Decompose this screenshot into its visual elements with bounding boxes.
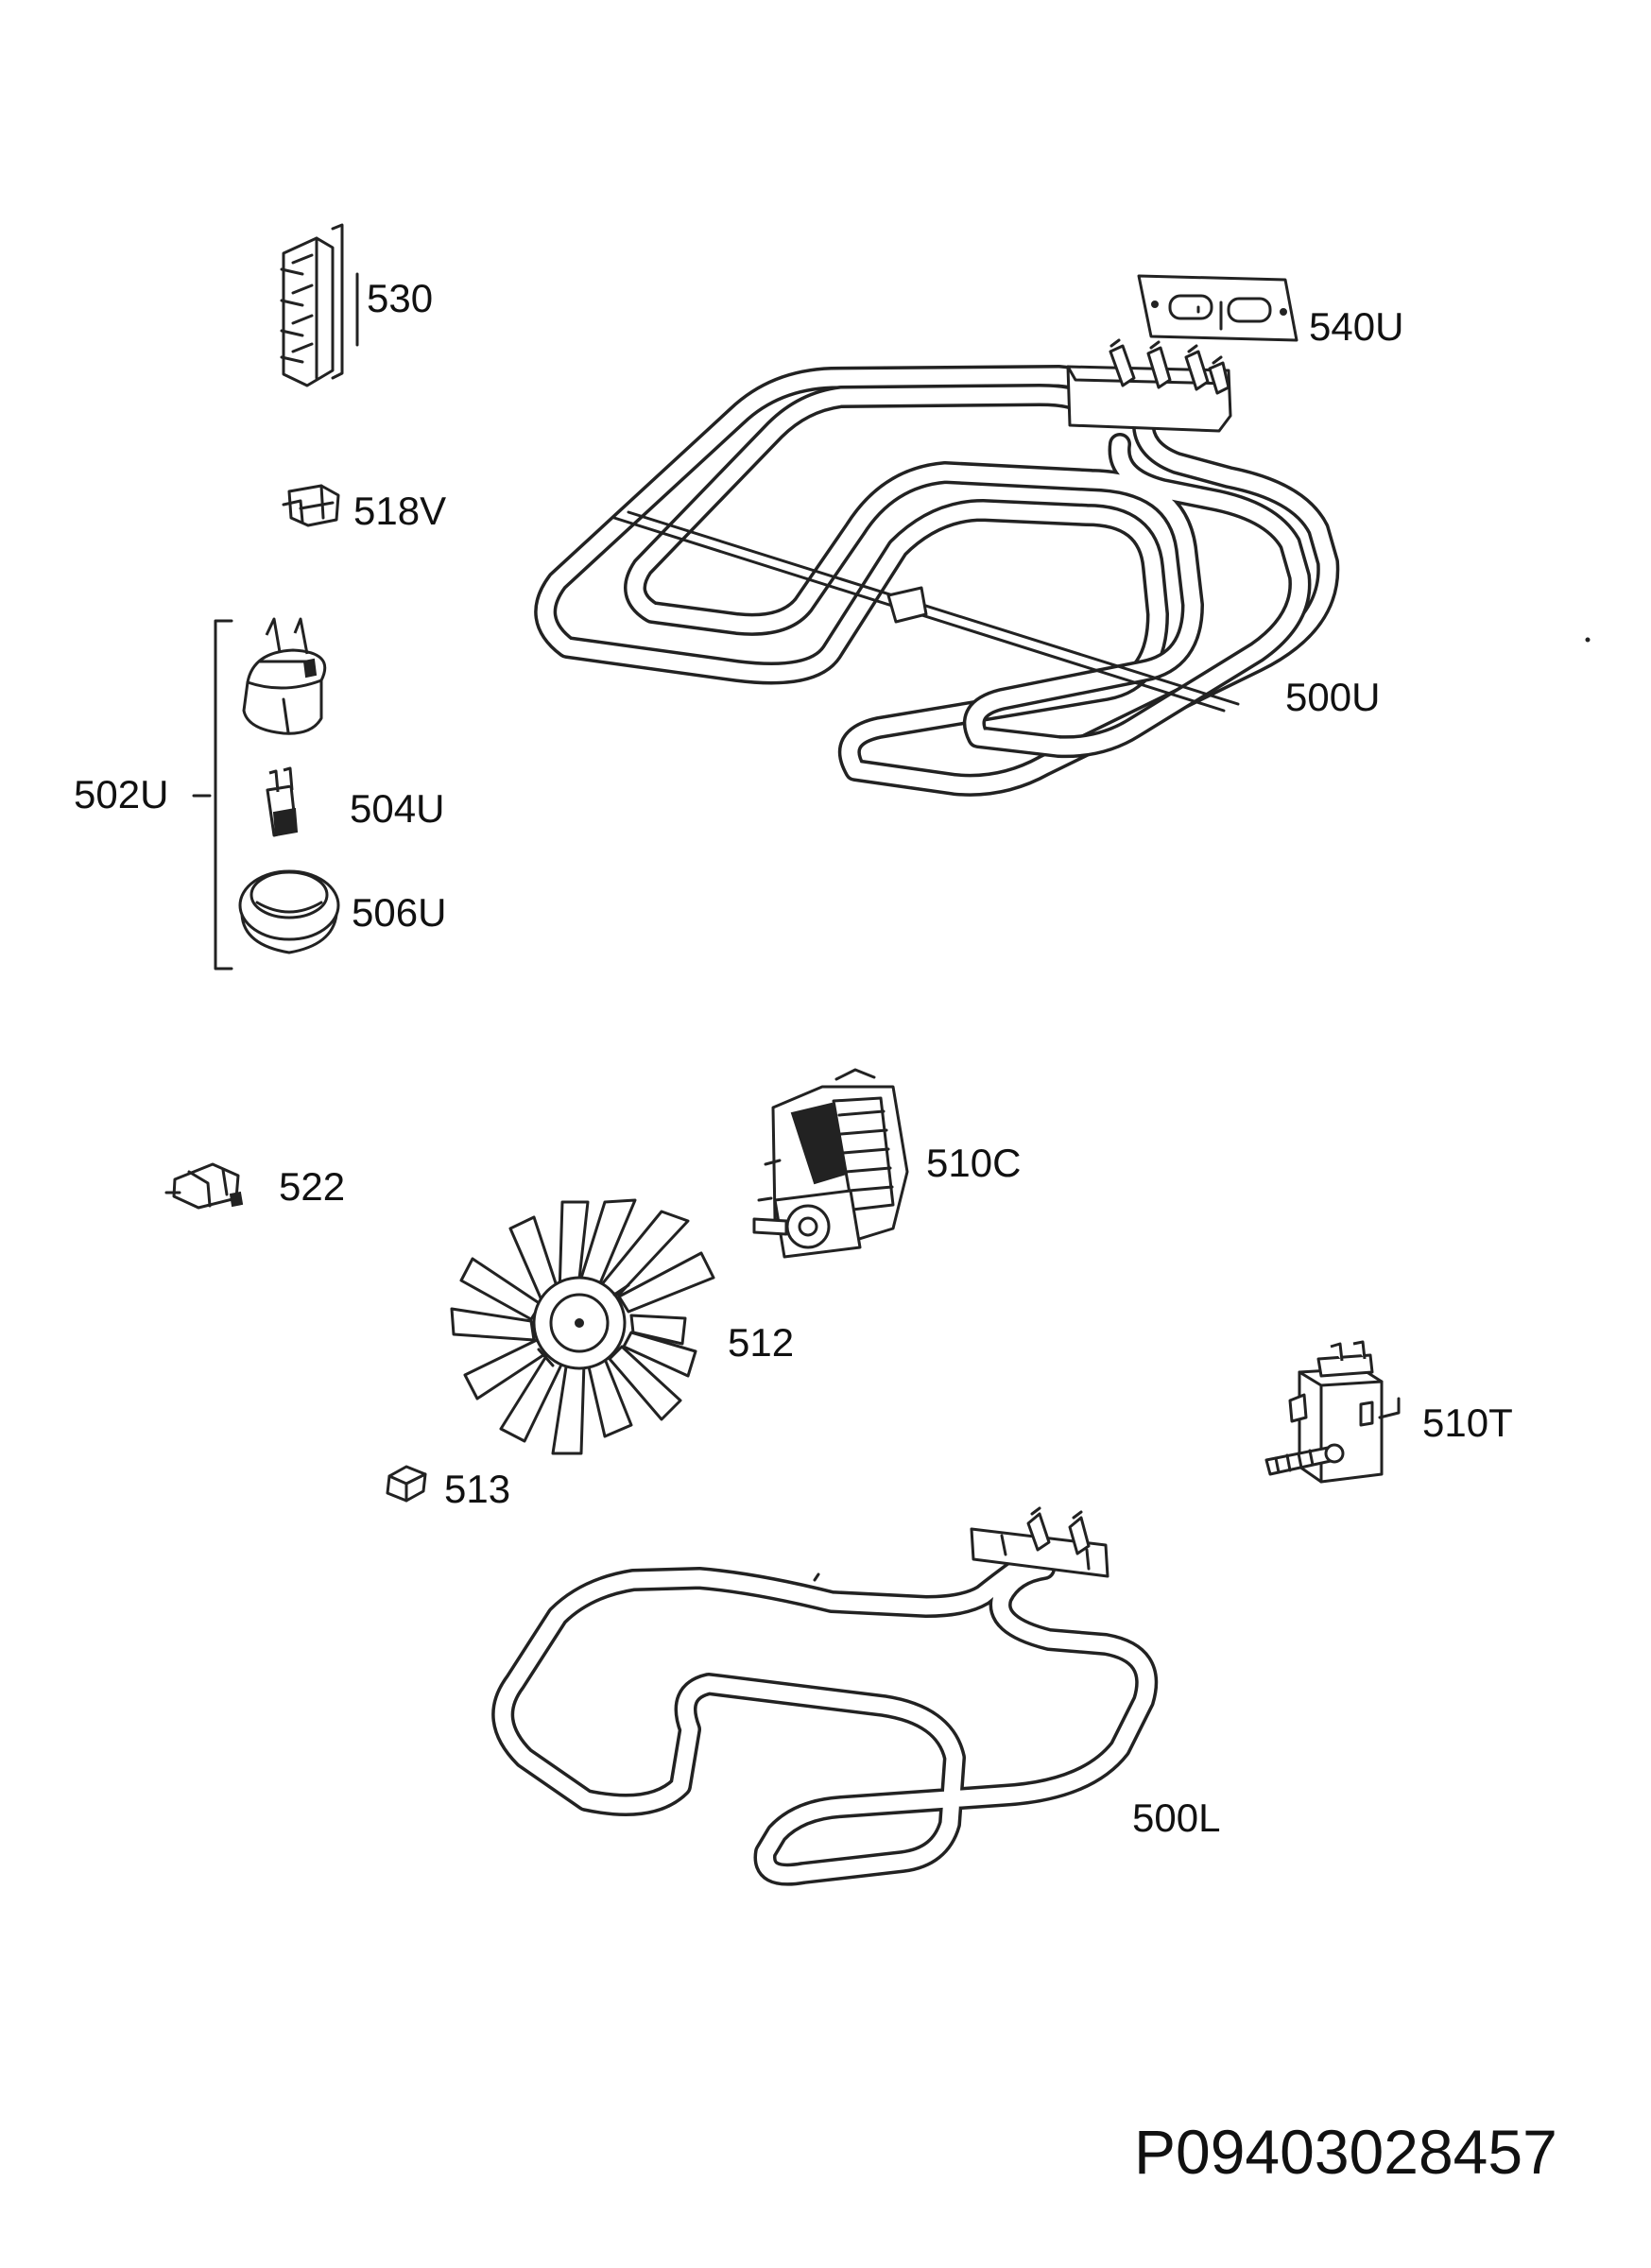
label-512: 512 [728,1320,794,1365]
label-504u: 504U [350,786,444,831]
part-518v-clip [282,484,340,527]
part-530-terminal-block [280,223,359,387]
part-506u-lamp-cover [238,869,340,954]
part-513-nut [386,1465,427,1503]
drawing-code: P09403028457 [1134,2117,1557,2187]
label-510t: 510T [1422,1400,1513,1445]
part-500u-grill-element [534,338,1340,797]
label-540u: 540U [1309,304,1403,349]
label-502u: 502U [74,772,168,816]
part-lamp-holder [242,617,327,735]
label-522: 522 [279,1164,345,1209]
label-530: 530 [367,276,433,320]
part-510c-fan-motor [752,1068,909,1259]
label-513: 513 [444,1467,510,1511]
part-512-fan-wheel [450,1198,715,1455]
label-500u: 500U [1285,675,1380,719]
group-502u-bracket [192,619,233,971]
label-518v: 518V [353,489,446,533]
stray-dot [1585,637,1591,643]
part-504u-connector [266,766,299,837]
part-540u-gasket [1137,274,1298,342]
label-506u: 506U [352,890,446,935]
part-522-bracket [164,1162,244,1210]
part-500l-bottom-element [491,1506,1159,1886]
label-510c: 510C [926,1141,1021,1185]
part-510t-thermostat [1264,1340,1401,1484]
label-500l: 500L [1132,1796,1220,1840]
